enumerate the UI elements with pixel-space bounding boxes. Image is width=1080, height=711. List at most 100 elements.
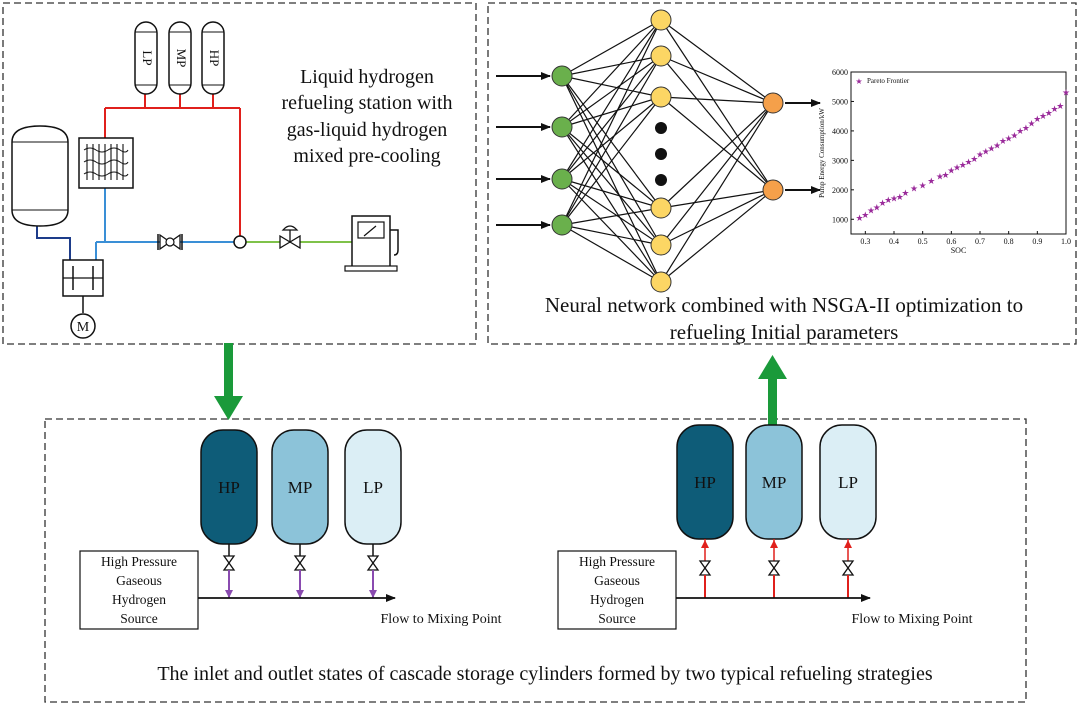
chart-x-axis-label: SOC bbox=[951, 246, 967, 255]
valve-icon bbox=[157, 233, 183, 251]
nn-edge bbox=[561, 75, 662, 283]
chart-data-point: ★ bbox=[993, 141, 1001, 151]
chart-x-tick-label: 0.5 bbox=[918, 237, 928, 246]
nn-edge bbox=[561, 75, 662, 209]
nn-edge bbox=[660, 96, 774, 106]
valve-icon bbox=[222, 555, 236, 571]
blue-pipe bbox=[95, 188, 235, 260]
heat-exchanger-icon bbox=[78, 137, 134, 189]
nn-hidden-node bbox=[650, 86, 672, 108]
nn-hidden-node bbox=[650, 197, 672, 219]
cylinder-hp-label: HP bbox=[694, 473, 716, 492]
chart-x-tick-label: 0.8 bbox=[1004, 237, 1014, 246]
top-storage-tanks bbox=[134, 21, 225, 95]
nn-hidden-node bbox=[650, 9, 672, 31]
dark-blue-pipe bbox=[36, 222, 71, 260]
panel-neural-network bbox=[487, 2, 1077, 345]
chart-data-point: ★ bbox=[1033, 114, 1041, 124]
chart-y-tick-label: 4000 bbox=[832, 127, 848, 136]
flow-arrow-head bbox=[225, 590, 233, 598]
neural-network bbox=[496, 9, 821, 293]
liquid-hydrogen-tank bbox=[11, 125, 69, 227]
nn-edge bbox=[660, 102, 774, 283]
valve-icon bbox=[767, 560, 781, 576]
red-pipe bbox=[104, 93, 241, 236]
nn-output-node bbox=[762, 179, 784, 201]
nn-input-node bbox=[551, 65, 573, 87]
chart-y-axis-label: Pump Energy Consumption/kW bbox=[818, 108, 826, 198]
nn-edge bbox=[561, 178, 662, 210]
flow-arrow-head bbox=[701, 540, 709, 548]
nn-hidden-node bbox=[650, 45, 672, 67]
chart-data-point: ★ bbox=[987, 144, 995, 154]
arrow-up-green bbox=[758, 355, 787, 428]
tank-lp-label: LP bbox=[140, 50, 155, 65]
cylinder-mp-label: MP bbox=[288, 478, 313, 497]
nn-edge bbox=[561, 206, 662, 226]
pump-icon bbox=[62, 259, 104, 313]
chart-x-tick-label: 0.4 bbox=[889, 237, 899, 246]
cylinder-hp-label: HP bbox=[218, 478, 240, 497]
source-box bbox=[557, 550, 677, 630]
chart-data-point: ★ bbox=[942, 170, 950, 180]
chart-data-point: ★ bbox=[1045, 108, 1053, 118]
source-label-line: Hydrogen bbox=[590, 592, 644, 607]
nn-caption-line: refueling Initial parameters bbox=[669, 320, 899, 345]
nn-hidden-node bbox=[650, 271, 672, 293]
mixing-point-icon bbox=[233, 235, 247, 249]
chart-data-point: ★ bbox=[1062, 88, 1070, 98]
chart-data-point: ★ bbox=[927, 176, 935, 186]
source-label-line: High Pressure bbox=[579, 554, 655, 569]
nn-edge bbox=[561, 96, 662, 180]
station-caption: Liquid hydrogen refueling station with g… bbox=[262, 64, 472, 170]
chart-y-tick-label: 6000 bbox=[832, 68, 848, 77]
source-label-line: Gaseous bbox=[594, 573, 640, 588]
nn-edge bbox=[561, 19, 662, 77]
nn-edge bbox=[561, 19, 662, 226]
nn-edge bbox=[660, 102, 774, 246]
chart-x-tick-label: 0.9 bbox=[1032, 237, 1042, 246]
chart-data-point: ★ bbox=[1028, 119, 1036, 129]
nn-hidden-node bbox=[650, 234, 672, 256]
flow-arrow-head bbox=[296, 590, 304, 598]
chart-x-tick-label: 1.0 bbox=[1061, 237, 1071, 246]
nn-caption-line: Neural network combined with NSGA-II opt… bbox=[544, 293, 1024, 317]
chart-data-point: ★ bbox=[861, 210, 869, 220]
chart-data-point: ★ bbox=[910, 183, 918, 193]
source-label-line: Source bbox=[120, 611, 158, 626]
station-caption-line: refueling station with bbox=[281, 92, 453, 115]
motor-icon bbox=[70, 313, 96, 339]
cylinder-lp-label: LP bbox=[838, 473, 858, 492]
nn-ellipsis-dot bbox=[655, 148, 667, 160]
cylinder-lp-label: LP bbox=[363, 478, 383, 497]
nn-edge bbox=[660, 96, 774, 191]
chart-data-point: ★ bbox=[884, 195, 892, 205]
dispenser-icon bbox=[344, 215, 399, 272]
chart-data-point: ★ bbox=[1022, 123, 1030, 133]
chart-data-point: ★ bbox=[901, 188, 909, 198]
panel-cascade-cylinders bbox=[44, 418, 1027, 703]
nn-input-node bbox=[551, 116, 573, 138]
nn-edge bbox=[561, 224, 662, 247]
nn-edge bbox=[561, 54, 662, 77]
station-caption-line: mixed pre-cooling bbox=[293, 145, 441, 168]
chart-data-point: ★ bbox=[856, 213, 864, 223]
chart-data-point: ★ bbox=[1016, 126, 1024, 136]
nn-edge bbox=[561, 55, 662, 180]
nn-edge bbox=[561, 126, 662, 283]
nn-input-node bbox=[551, 168, 573, 190]
tank-hp-label: HP bbox=[207, 50, 222, 67]
station-caption-line: Liquid hydrogen bbox=[300, 66, 434, 88]
flow-arrow-head bbox=[844, 540, 852, 548]
cylinder-mp-label: MP bbox=[762, 473, 787, 492]
chart-y-tick-label: 2000 bbox=[832, 186, 848, 195]
motor-label: M bbox=[77, 320, 90, 335]
chart-data-point: ★ bbox=[959, 160, 967, 170]
nn-edge bbox=[660, 189, 774, 283]
chart-data-point: ★ bbox=[1010, 130, 1018, 140]
flow-to-mixing-label: Flow to Mixing Point bbox=[852, 612, 973, 627]
chart-data-point: ★ bbox=[936, 172, 944, 182]
nn-input-arrows bbox=[496, 72, 551, 229]
